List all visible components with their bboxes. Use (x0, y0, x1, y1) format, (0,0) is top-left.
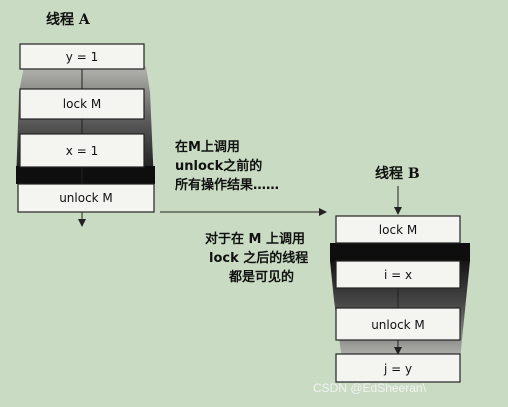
svg-text:j = y: j = y (383, 362, 412, 376)
thread-b-step: unlock M (335, 307, 461, 341)
svg-text:y = 1: y = 1 (66, 50, 98, 64)
svg-text:unlock M: unlock M (59, 191, 113, 205)
thread-b-step: j = y (335, 353, 461, 383)
thread-a-step: unlock M (17, 183, 155, 213)
thread-a-step: x = 1 (19, 133, 145, 168)
watermark: CSDN @EdSheeran\ (313, 381, 427, 395)
svg-text:在M上调用: 在M上调用 (175, 139, 240, 155)
svg-text:对于在 M 上调用: 对于在 M 上调用 (205, 231, 305, 247)
svg-text:所有操作结果……: 所有操作结果…… (175, 177, 279, 193)
thread-a-step: y = 1 (19, 43, 145, 70)
thread-b-dark-band (330, 243, 470, 261)
svg-text:lock M: lock M (63, 97, 101, 111)
note-before-unlock: 在M上调用 unlock之前的 所有操作结果…… (175, 139, 279, 193)
thread-b-step: lock M (335, 215, 461, 244)
thread-b-step: i = x (335, 260, 461, 289)
thread-a-title: 线程 A (46, 11, 91, 28)
note-after-lock: 对于在 M 上调用 lock 之后的线程 都是可见的 (205, 231, 308, 285)
svg-text:都是可见的: 都是可见的 (228, 269, 294, 285)
svg-text:unlock之前的: unlock之前的 (175, 158, 262, 174)
svg-text:i = x: i = x (384, 268, 412, 282)
thread-a-dark-band (16, 166, 155, 184)
thread-a-step: lock M (19, 88, 145, 120)
svg-text:lock M: lock M (379, 223, 417, 237)
svg-text:x = 1: x = 1 (66, 144, 98, 158)
thread-b-title: 线程 B (375, 165, 420, 182)
svg-text:unlock M: unlock M (371, 318, 425, 332)
svg-text:lock 之后的线程: lock 之后的线程 (209, 250, 308, 266)
